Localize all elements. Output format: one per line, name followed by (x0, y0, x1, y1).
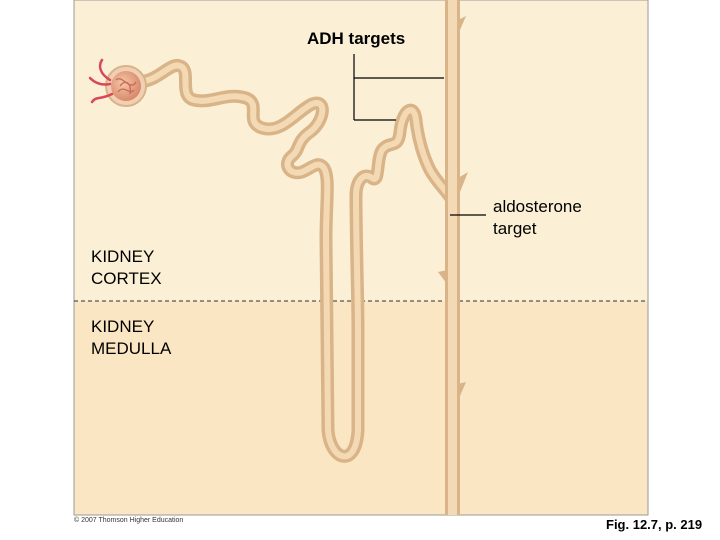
cortex-label-line2: CORTEX (91, 269, 162, 288)
collecting-duct (438, 0, 468, 515)
figure-frame (73, 0, 649, 516)
adh-target-leader (353, 54, 444, 121)
aldosterone-label-line2: target (493, 219, 537, 238)
afferent-efferent-vessels (88, 58, 114, 104)
adh-targets-label: ADH targets (307, 29, 406, 48)
aldosterone-label-line1: aldosterone (493, 197, 582, 216)
renal-tubule (133, 59, 459, 463)
medulla-label-line1: KIDNEY (91, 317, 155, 336)
cortex-label-line1: KIDNEY (91, 247, 155, 266)
copyright-notice: © 2007 Thomson Higher Education (74, 517, 184, 524)
kidney-cortex-label: KIDNEY CORTEX (91, 246, 162, 290)
kidney-medulla-label: KIDNEY MEDULLA (91, 316, 171, 360)
glomerulus (105, 65, 147, 107)
medulla-label-line2: MEDULLA (91, 339, 172, 358)
aldosterone-target-label: aldosterone target (493, 196, 582, 240)
figure-caption: Fig. 12.7, p. 219 (606, 517, 703, 532)
